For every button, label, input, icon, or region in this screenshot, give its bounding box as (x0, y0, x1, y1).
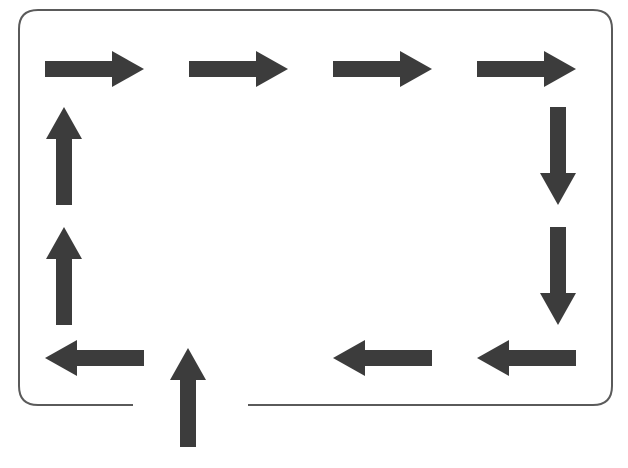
arrow-down-icon (540, 227, 576, 325)
arrow-right-icon (45, 51, 144, 87)
arrow-left-icon (45, 340, 144, 376)
arrow-up-icon (170, 348, 206, 447)
arrow-up-icon (46, 227, 82, 325)
arrow-right-icon (333, 51, 432, 87)
arrow-right-icon (189, 51, 288, 87)
arrow-right-icon (477, 51, 576, 87)
arrow-left-icon (477, 340, 576, 376)
rounded-frame (18, 9, 613, 406)
arrow-left-icon (333, 340, 432, 376)
arrow-down-icon (540, 107, 576, 205)
arrow-group (45, 51, 576, 447)
arrow-up-icon (46, 107, 82, 205)
